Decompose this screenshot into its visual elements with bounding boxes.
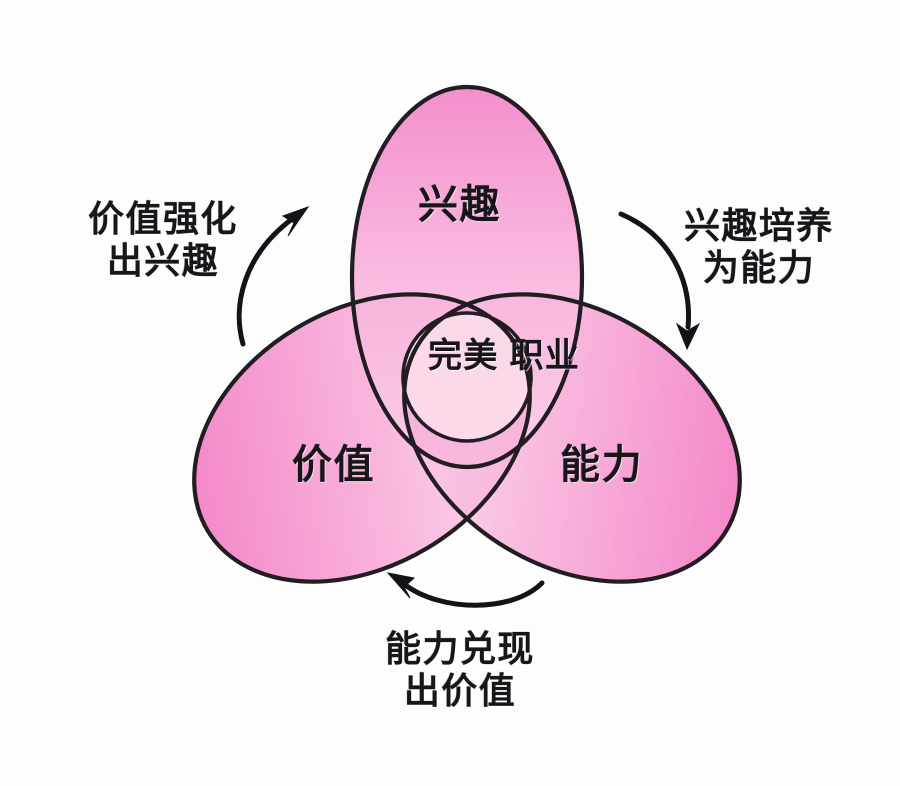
- arrow-value-to-interest-head: [281, 206, 310, 237]
- outline-interest: [349, 84, 585, 470]
- annotation-arrows: [236, 206, 701, 608]
- outline-intersection: [401, 311, 533, 443]
- venn-outlines: [192, 84, 742, 584]
- arrow-ability-to-value-head: [386, 572, 416, 599]
- outline-ability: [402, 292, 742, 584]
- outline-value: [192, 292, 532, 584]
- arrow-interest-to-ability-head: [675, 322, 701, 351]
- intersection-region-perfect-career: [403, 313, 531, 441]
- arrow-interest-to-ability: [618, 211, 691, 330]
- arrow-value-to-interest: [236, 216, 295, 347]
- arrow-ability-to-value: [401, 580, 545, 608]
